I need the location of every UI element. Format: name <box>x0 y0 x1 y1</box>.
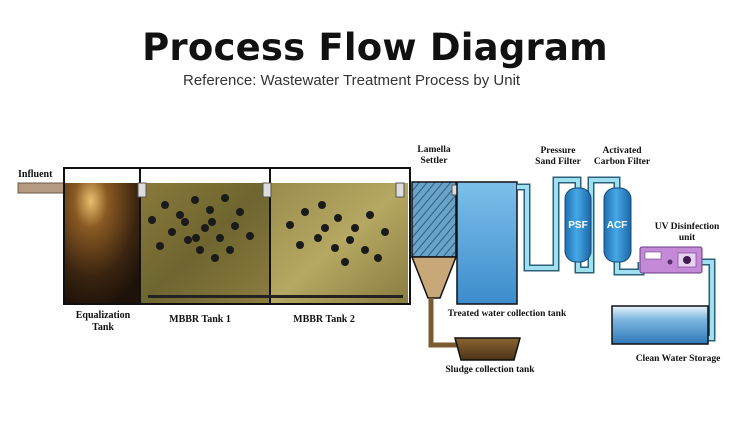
mbbr-1-label: MBBR Tank 1 <box>169 314 231 325</box>
acf-label-1: Activated <box>602 146 642 156</box>
main-tank-frame <box>63 167 411 305</box>
aeration-grid <box>148 295 403 298</box>
psf-label-2: Sand Filter <box>535 157 581 167</box>
uv-label-1: UV Disinfection <box>655 222 720 232</box>
sludge-tank-label: Sludge collection tank <box>445 365 535 375</box>
psf-label-1: Pressure <box>540 146 575 156</box>
lamella-label-2: Settler <box>421 156 449 166</box>
lamella-settler <box>411 181 457 258</box>
influent-pipe <box>17 182 65 194</box>
treated-water-label: Treated water collection tank <box>448 309 567 319</box>
mbbr-2-media <box>286 201 389 266</box>
mbbr-1-media <box>148 194 254 262</box>
lamella-label-1: Lamella <box>417 145 450 155</box>
acf-abbr: ACF <box>607 220 628 231</box>
page-subtitle: Reference: Wastewater Treatment Process … <box>183 72 521 89</box>
clean-water-label: Clean Water Storage <box>636 354 721 364</box>
page-title: Process Flow Diagram <box>142 26 608 69</box>
mbbr-2-label: MBBR Tank 2 <box>293 314 355 325</box>
acf-label-2: Carbon Filter <box>594 157 651 167</box>
treated-water-tank <box>456 181 518 305</box>
influent-label: Influent <box>18 169 53 180</box>
weir-3 <box>395 182 405 198</box>
sludge-pipe <box>428 298 460 348</box>
clean-water-storage <box>611 305 709 345</box>
equalization-tank <box>65 183 139 303</box>
lamella-hopper <box>410 256 458 299</box>
pressure-sand-filter <box>564 187 592 263</box>
uv-label-2: unit <box>679 233 696 243</box>
equalization-label-2: Tank <box>92 322 114 333</box>
mbbr-tank-2 <box>271 183 408 303</box>
uv-disinfection-unit <box>639 246 703 274</box>
weir-1 <box>137 182 147 198</box>
psf-abbr: PSF <box>568 220 587 231</box>
activated-carbon-filter <box>603 187 632 263</box>
equalization-label-1: Equalization <box>76 310 131 321</box>
weir-2 <box>262 182 272 198</box>
sludge-tank <box>454 337 521 361</box>
